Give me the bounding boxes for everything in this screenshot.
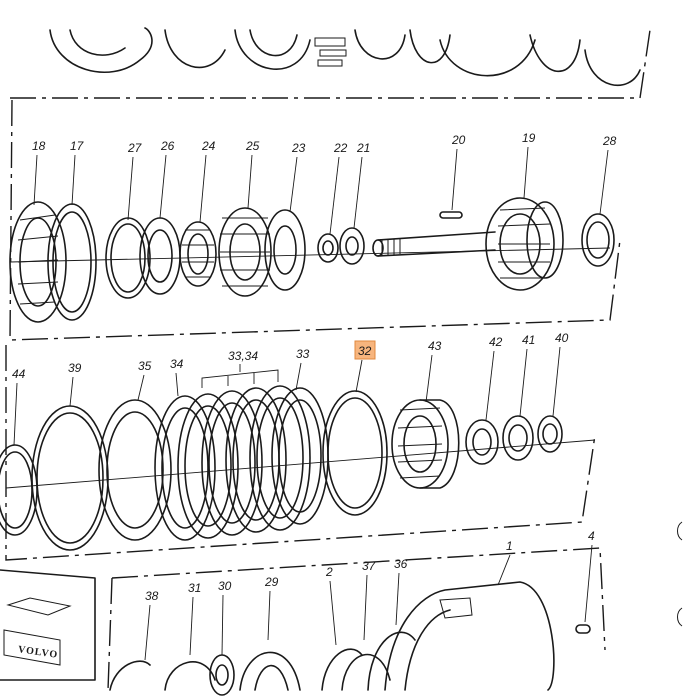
callout-43: 43 [428,339,442,353]
part-4 [575,624,591,634]
part-19-shaft-hub [372,197,564,291]
part-37 [341,653,391,691]
part-43-hub [391,399,460,489]
part-26-toothed-washer [139,217,181,295]
part-29 [239,651,301,691]
callout-31: 31 [188,581,201,595]
callout-41: 41 [522,333,535,347]
callout-19: 19 [522,131,536,145]
callout-23: 23 [291,141,306,155]
callout-25: 25 [245,139,260,153]
panel-clutch-pack [0,345,596,561]
callout-27: 27 [127,141,143,155]
callout-18: 18 [32,139,46,153]
part-32-spring-ring [322,390,388,516]
part-22-washer [317,233,339,263]
part-25-sun-gear [218,207,272,297]
callout-36: 36 [394,557,408,571]
volvo-logo-box: VOLVO [0,569,96,681]
callout-33: 33 [296,347,310,361]
part-36 [367,631,416,691]
callout-17: 17 [70,139,85,153]
parts-34-33-clutch-discs [154,369,329,541]
part-20-pin [439,211,463,219]
callout-24: 24 [201,139,216,153]
part-28-snap-ring [581,213,615,267]
callout-28: 28 [602,134,617,148]
callout-44: 44 [12,367,26,381]
callout-22: 22 [333,141,348,155]
callouts-middle: 44 39 35 34 33,34 33 32 43 42 41 40 [12,331,569,446]
part-40-washer [537,415,563,453]
callout-34: 34 [170,357,184,371]
callout-29: 29 [264,575,279,589]
part-21-bushing [339,227,365,265]
callout-4: 4 [588,529,595,543]
callouts-top: 18 17 27 26 24 25 23 22 21 20 19 28 [32,131,617,235]
part-35-pressure-plate [98,399,172,541]
callout-2: 2 [325,565,333,579]
callout-37: 37 [362,559,377,573]
part-41-needle-bearing [502,415,534,461]
callout-33-34: 33,34 [228,349,258,363]
part-31 [164,661,216,691]
callout-42: 42 [489,335,503,349]
panel-lower-assembly: VOLVO [0,547,606,696]
part-24-needle-bearing [179,221,217,287]
callout-39: 39 [68,361,82,375]
part-42-thrust-washer [465,419,499,465]
edge-mark-lower [677,607,683,627]
callout-35: 35 [138,359,152,373]
panel-upper-assembly [9,99,621,341]
edge-mark-upper [677,521,683,541]
callout-21: 21 [356,141,370,155]
part-18-ring-gear [9,201,67,323]
part-39-retaining-ring [31,405,109,551]
callout-30: 30 [218,579,232,593]
part-1-housing [384,581,555,691]
part-23-thrust-washer [264,209,306,291]
callouts-bottom: 38 31 30 29 2 37 36 1 4 [144,529,595,661]
callout-40: 40 [555,331,569,345]
part-27-circlip [105,217,151,299]
top-partial-parts [10,27,651,99]
callout-38: 38 [145,589,159,603]
part-2 [321,648,363,691]
callout-32-highlight: 32 [354,340,376,360]
callout-1: 1 [506,539,513,553]
part-38 [109,660,151,691]
callout-26: 26 [160,139,175,153]
callout-32: 32 [358,344,372,358]
callout-20: 20 [451,133,466,147]
